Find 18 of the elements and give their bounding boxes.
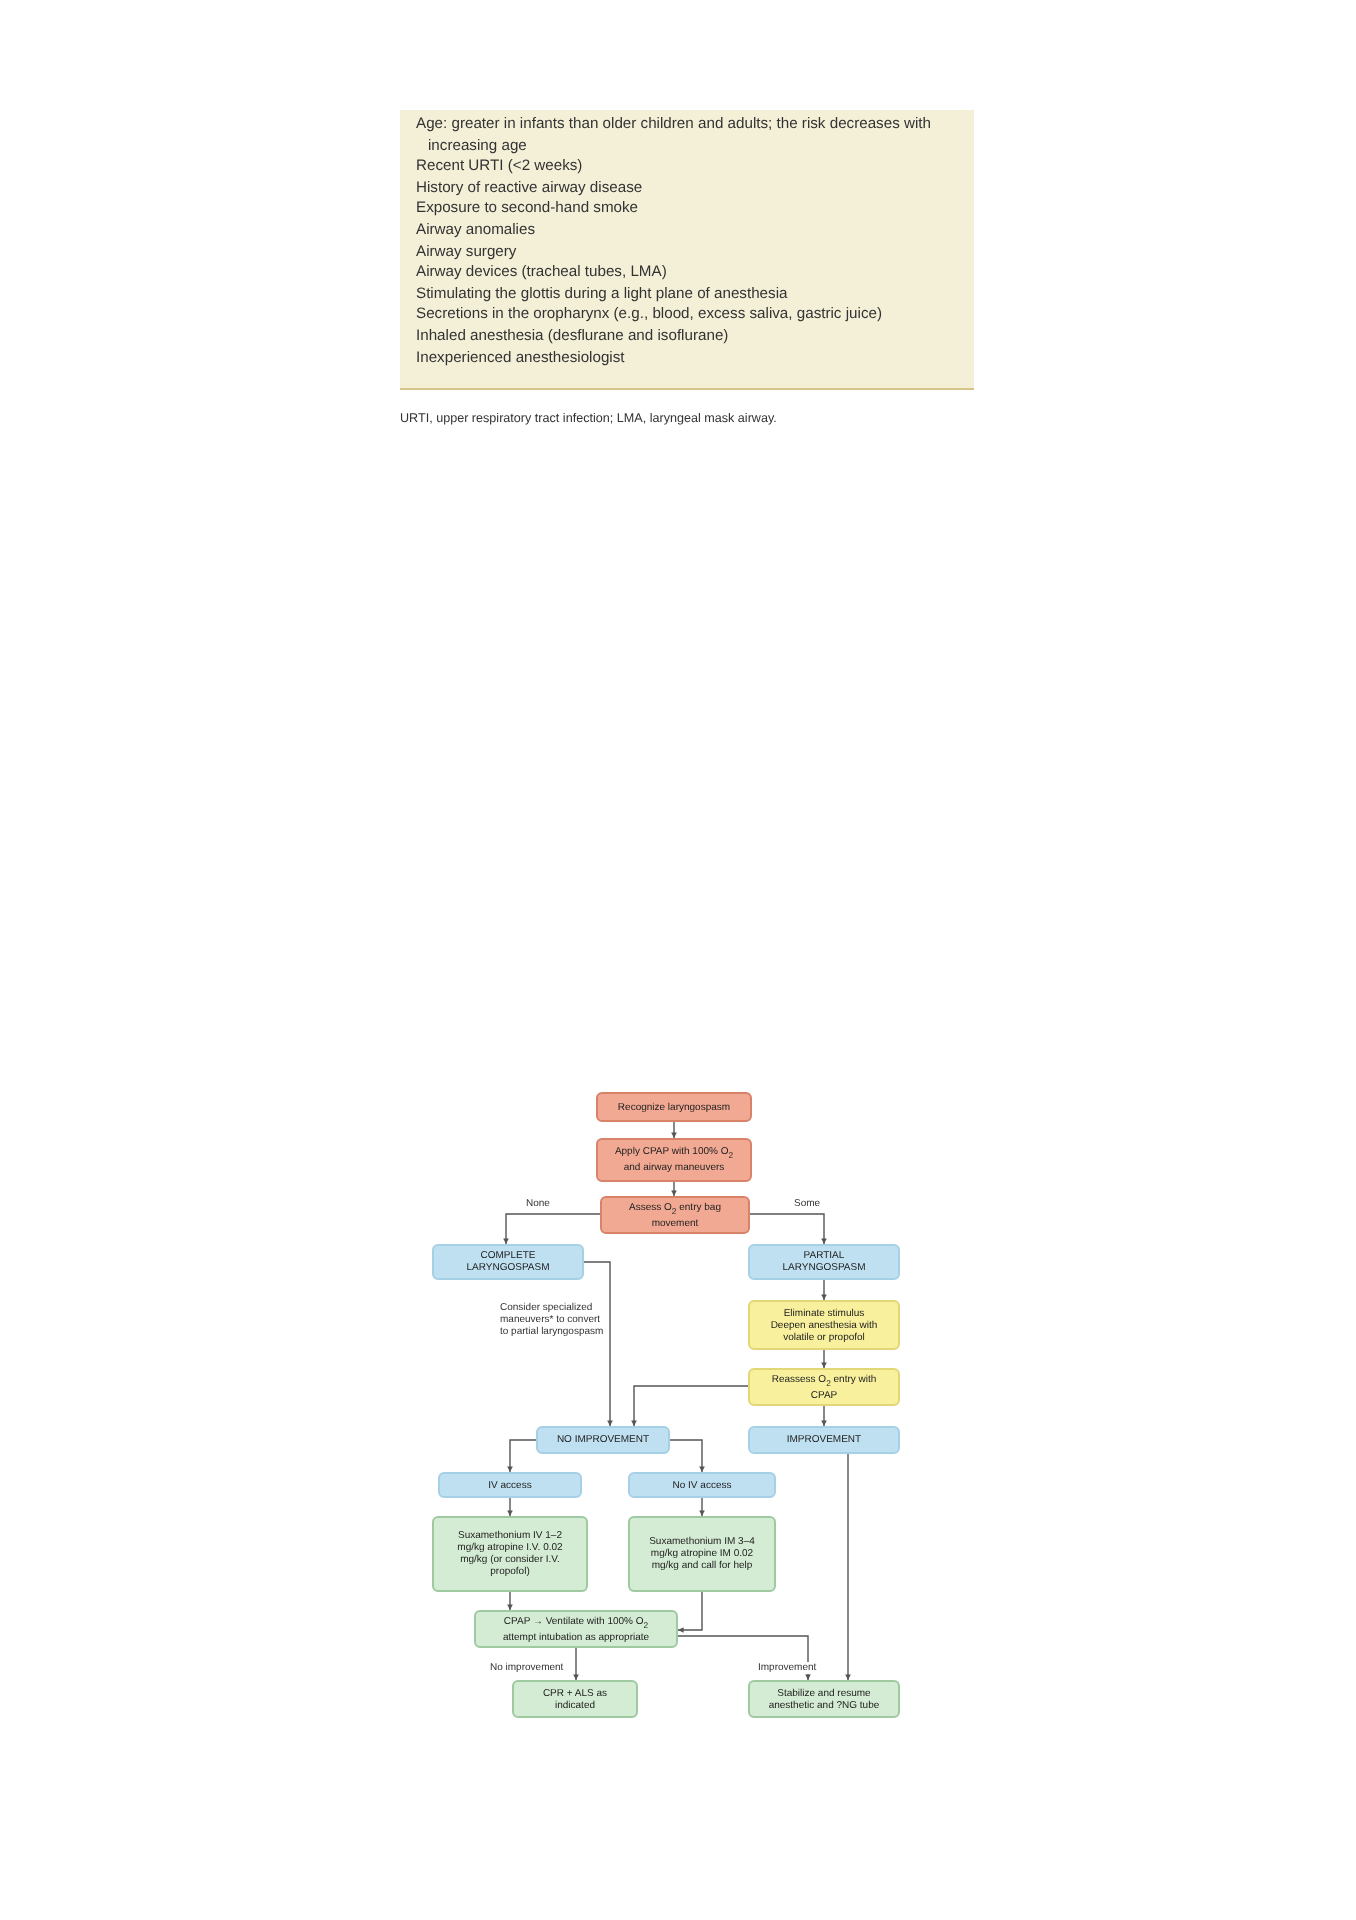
arrow <box>677 1635 811 1681</box>
arrow <box>699 1497 705 1517</box>
arrow <box>507 1497 513 1517</box>
arrow <box>845 1453 851 1681</box>
arrow <box>677 1591 703 1633</box>
arrow <box>821 1405 827 1427</box>
arrow <box>821 1279 827 1301</box>
arrow <box>821 1349 827 1369</box>
arrow <box>671 1121 677 1139</box>
arrow <box>573 1647 579 1681</box>
arrow <box>669 1439 705 1473</box>
arrow <box>583 1261 613 1427</box>
arrow <box>507 1591 513 1611</box>
arrow <box>749 1213 827 1245</box>
arrow <box>631 1385 749 1427</box>
arrow <box>671 1181 677 1197</box>
arrow <box>507 1439 537 1473</box>
arrow <box>503 1213 601 1245</box>
